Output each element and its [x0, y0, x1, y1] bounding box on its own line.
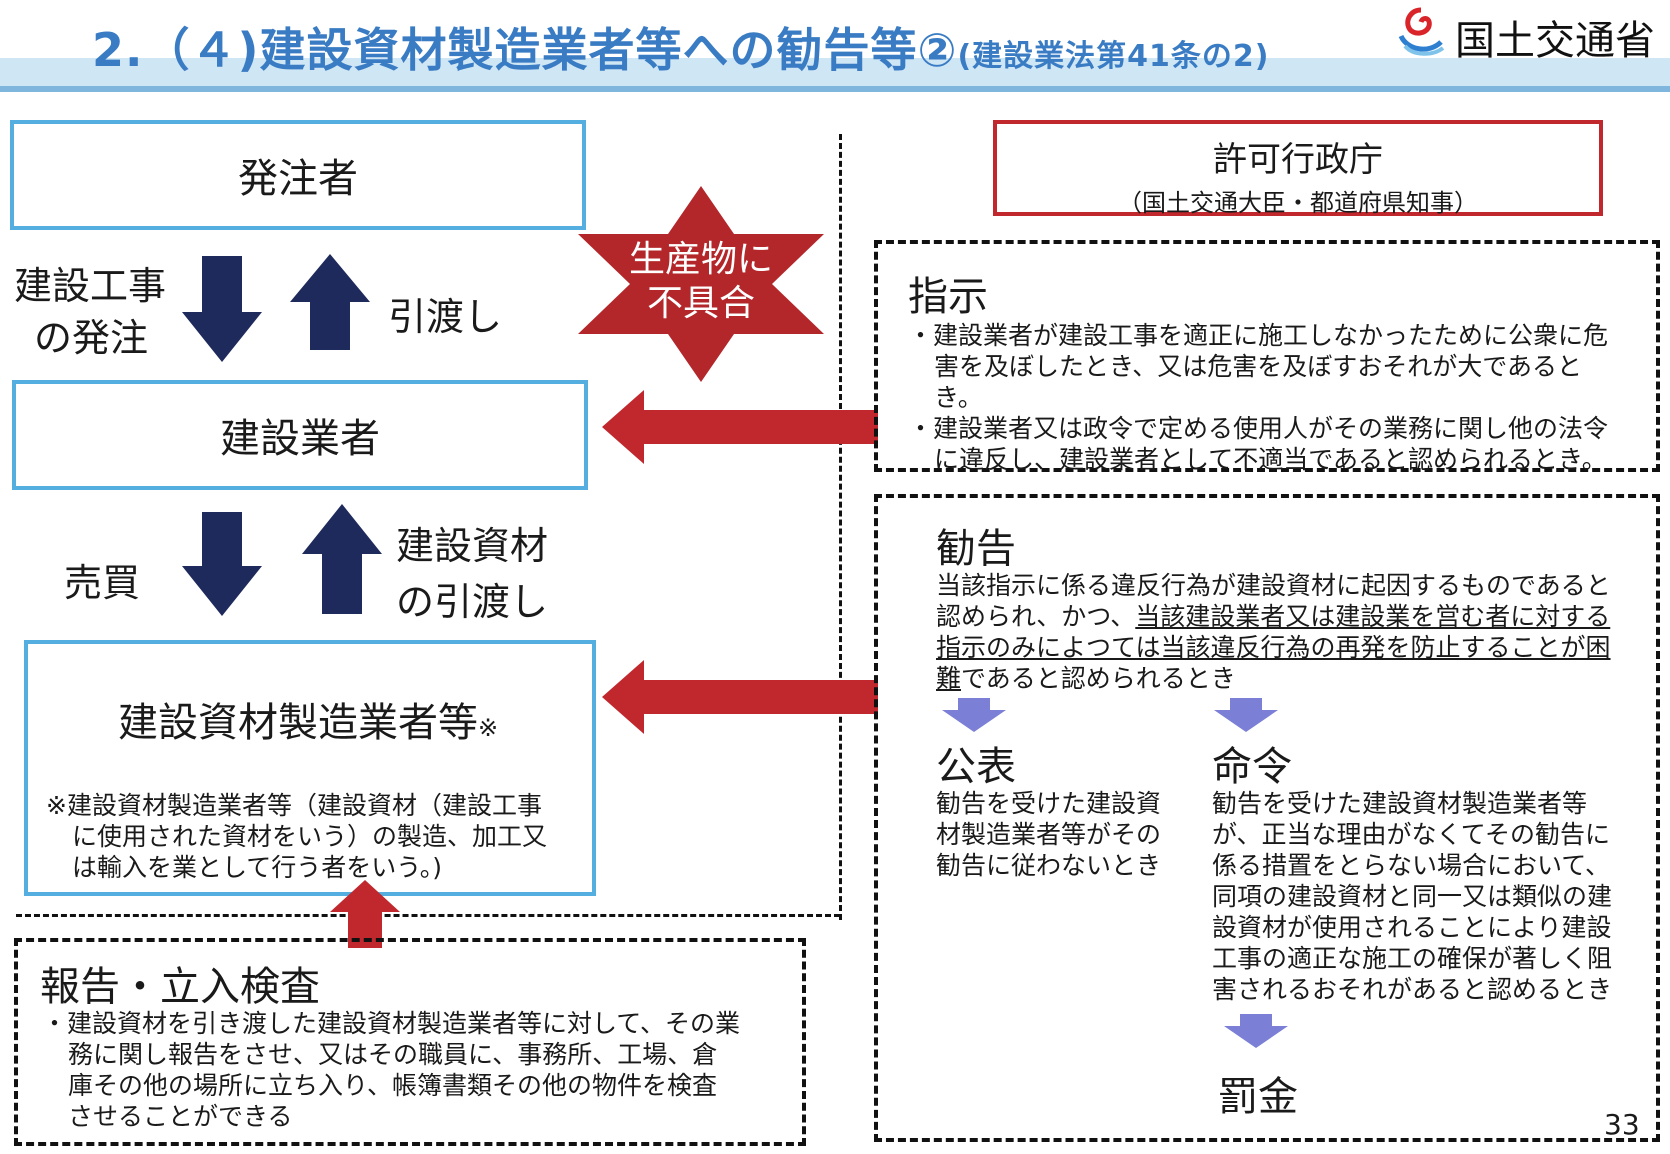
contractor-label: 建設業者 — [220, 416, 380, 462]
instruction-heading: 指示 — [908, 274, 988, 320]
page-title-sub: (建設業法第41条の2) — [957, 39, 1270, 74]
publication-text: 勧告を受けた建設資 材製造業者等がその 勧告に従わないとき — [936, 789, 1162, 880]
mlit-logo-icon — [1393, 6, 1449, 64]
authority-name: 許可行政庁 — [1213, 140, 1383, 180]
arrow-down-icon — [1224, 1014, 1288, 1048]
instruction-box: 指示 ・建設業者が建設工事を適正に施工しなかったために公衆に危 害を及ぼしたとき… — [874, 240, 1660, 474]
manufacturer-note: ※建設資材製造業者等（建設資材（建設工事 に使用された資材をいう）の製造、加工又… — [46, 791, 548, 882]
header-band — [0, 58, 1670, 88]
instruction-text: ・建設業者が建設工事を適正に施工しなかったために公衆に危 害を及ぼしたとき、又は… — [908, 321, 1609, 474]
inspection-text: ・建設資材を引き渡した建設資材製造業者等に対して、その業 務に関し報告をさせ、又… — [42, 1009, 741, 1131]
header-band-line — [0, 86, 1670, 92]
recommendation-box: 勧告 当該指示に係る違反行為が建設資材に起因するものであると 認められ、かつ、当… — [874, 494, 1660, 1142]
inspection-box: 報告・立入検査 ・建設資材を引き渡した建設資材製造業者等に対して、その業 務に関… — [14, 938, 806, 1146]
authority-sub: （国土交通大臣・都道府県知事） — [1118, 189, 1478, 217]
star-line-2: 不具合 — [646, 283, 755, 324]
defect-star: 生産物に 不具合 — [576, 186, 826, 382]
logo-text: 国土交通省 — [1455, 18, 1655, 64]
red-arrow-left-icon — [602, 390, 878, 464]
horizontal-divider — [16, 914, 840, 917]
inspection-heading: 報告・立入検査 — [40, 964, 320, 1010]
manufacturer-box: 建設資材製造業者等※ ※建設資材製造業者等（建設資材（建設工事 に使用された資材… — [24, 640, 596, 896]
recommendation-text: 当該指示に係る違反行為が建設資材に起因するものであると 認められ、かつ、当該建設… — [936, 571, 1611, 693]
recommendation-heading: 勧告 — [936, 526, 1016, 572]
vertical-divider — [839, 134, 842, 920]
fine-heading: 罰金 — [1218, 1074, 1298, 1120]
arrow-up-icon — [302, 504, 382, 614]
star-line-1: 生産物に — [628, 239, 773, 280]
manufacturer-label: 建設資材製造業者等※ — [118, 700, 499, 746]
arrow-up-icon — [290, 254, 370, 350]
authority-box: 許可行政庁 （国土交通大臣・都道府県知事） — [993, 120, 1603, 217]
order-label: 建設工事 の発注 — [14, 264, 167, 360]
contractor-box: 建設業者 — [12, 380, 588, 490]
publication-heading: 公表 — [936, 744, 1016, 790]
sale-label: 売買 — [64, 561, 141, 605]
arrow-down-icon — [1214, 698, 1278, 732]
arrow-down-icon — [182, 256, 262, 362]
orderer-box: 発注者 — [10, 120, 586, 230]
handover-label: 引渡し — [388, 295, 503, 339]
order-heading: 命令 — [1212, 744, 1292, 790]
page-title: 2.（４)建設資材製造業者等への勧告等②(建設業法第41条の2) — [92, 23, 1270, 77]
star-icon — [578, 186, 824, 382]
material-handover-label: 建設資材 の引渡し — [396, 524, 549, 624]
arrow-down-icon — [182, 512, 262, 616]
order-text: 勧告を受けた建設資材製造業者等 が、正当な理由がなくてその勧告に 係る措置をとら… — [1212, 789, 1613, 1004]
red-arrow-left-icon — [602, 660, 878, 734]
orderer-label: 発注者 — [238, 156, 358, 202]
red-arrow-up-icon — [330, 880, 400, 948]
arrow-down-icon — [942, 698, 1006, 732]
page-number: 33 — [1604, 1108, 1640, 1141]
